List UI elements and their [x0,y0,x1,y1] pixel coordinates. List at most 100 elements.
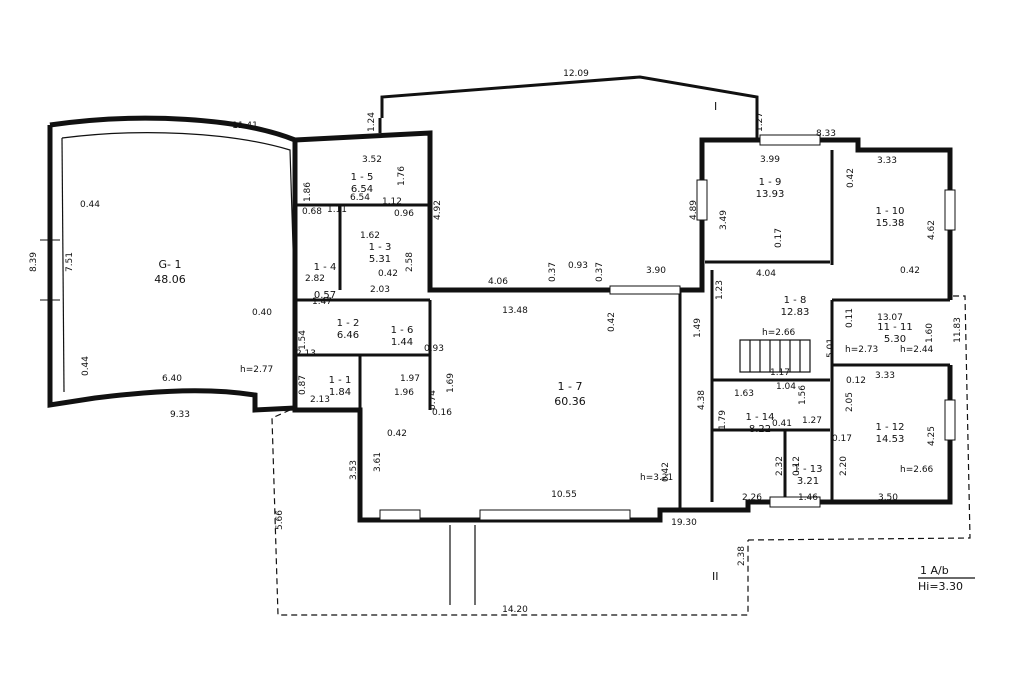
dimension-label: 0.42 [607,312,617,332]
room-area: 0.57 [314,290,336,301]
dimension-label: 10.55 [551,490,577,500]
dimension-label: 4.25 [927,426,937,446]
dimension-label: 0.42 [387,429,407,439]
dimension-label: 1.69 [446,373,456,393]
dimension-label: 4.04 [756,269,776,279]
dimension-label: 1.27 [755,112,765,132]
dimension-label: 2.13 [310,395,330,405]
dimension-label: 2.05 [845,392,855,412]
dimension-label: 0.37 [548,262,558,282]
room-area: 48.06 [154,273,186,286]
dimension-label: 0.42 [378,269,398,279]
dimension-label: 1.76 [397,166,407,186]
staircase [449,339,811,605]
dimension-label: 19.30 [671,518,697,528]
dimension-label: 2.03 [370,285,390,295]
dimension-label: 1.96 [394,388,414,398]
height-label: h=2.66 [762,328,796,338]
dimension-label: 1.63 [734,389,754,399]
dimension-label: 0.42 [661,462,671,482]
dimension-label: 1.46 [798,493,818,503]
room-id: 1 - 7 [558,380,583,393]
windows [379,134,956,521]
dimension-label: 1.11 [327,205,347,215]
room-area: 15.38 [876,218,905,229]
room-area: 1.44 [391,337,413,348]
height-labels: h=2.77 h=3.21 h=2.44 h=2.73 h=2.66 h=2.6… [240,328,934,483]
dimension-label: 0.41 [772,419,792,429]
room-id: 1 - 13 [793,464,822,475]
dimension-label: 3.50 [878,493,898,503]
dimension-label: 13.48 [502,306,528,316]
dimension-label: 5.01 [826,338,836,358]
dimension-label: 0.87 [298,375,308,395]
dimension-label: 11.41 [232,121,258,131]
height-label: h=2.44 [900,345,934,355]
dimension-label: 4.62 [927,220,937,240]
dimension-label: 2.26 [742,493,762,503]
dimension-label: 3.53 [349,460,359,480]
room-id: 1 - 12 [875,422,904,433]
dimension-label: 6.40 [162,374,182,384]
height-label: h=3.21 [640,473,673,483]
height-label: h=2.66 [900,465,934,475]
dimension-label: 0.12 [846,376,866,386]
room-area: 60.36 [554,395,586,408]
dimension-label: 1.17 [770,368,790,378]
dimension-label: 1.56 [798,385,808,405]
dimension-label: 0.42 [846,168,856,188]
dimension-label: 3.33 [875,371,895,381]
room-id: 1 - 5 [351,172,374,183]
dimension-label: 2.58 [405,252,415,272]
room-id: 1 - 14 [745,412,774,423]
dimension-label: 3.49 [719,210,729,230]
dimension-label: 1.23 [715,280,725,300]
room-area: 6.54 [351,184,373,195]
dimension-label: 4.89 [689,200,699,220]
dimension-label: 12.09 [563,69,589,79]
dimension-label: 8.39 [29,252,39,272]
height-label: h=2.73 [845,345,878,355]
dimension-label: 4.38 [697,390,707,410]
dimension-label: 2.13 [296,349,316,359]
room-id: 1 - 2 [337,318,360,329]
dimension-label: 8.33 [816,129,836,139]
room-area: 5.31 [369,254,391,265]
room-id: 11 - 11 [877,322,912,333]
room-id: 1 - 3 [369,242,392,253]
room-id: 1 - 6 [391,325,414,336]
dimension-label: 1.49 [693,318,703,338]
room-area: 14.53 [876,434,905,445]
dimension-label: 1.97 [400,374,420,384]
room-area: 3.21 [797,476,819,487]
dimension-label: 1.24 [367,112,377,132]
house-walls [292,118,953,523]
dimension-label: 0.44 [81,356,91,376]
dimension-label: 4.92 [433,200,443,220]
dimension-label: 0.12 [792,456,802,476]
dimension-label: 4.06 [488,277,508,287]
room-labels: G- 1 48.06 1 - 5 6.54 1 - 3 5.31 1 - 4 0… [154,172,912,487]
height-label: h=2.77 [240,365,273,375]
terrace-outlines [271,75,971,616]
room-area: 8.22 [749,424,771,435]
room-area: 12.83 [781,307,810,318]
room-id: 1 - 1 [329,375,352,386]
dimension-label: 1.60 [925,323,935,343]
dimension-label: 14.20 [502,605,528,615]
room-id: 1 - 4 [314,262,337,273]
dimension-label: 0.74 [428,390,438,410]
room-id: G- 1 [159,258,182,271]
room-area: 13.93 [756,189,785,200]
dimension-label: 1.79 [718,410,728,430]
dimension-label: 3.61 [373,452,383,472]
room-area: 6.46 [337,330,359,341]
room-id: 1 - 10 [875,206,904,217]
dimension-label: 0.17 [832,434,852,444]
dimension-label: 7.51 [65,252,75,272]
dimension-label: 3.99 [760,155,780,165]
dimension-label: 0.17 [774,228,784,248]
dimension-label: 0.96 [394,209,414,219]
legend: 1 A/b Hi=3.30 [918,564,975,593]
